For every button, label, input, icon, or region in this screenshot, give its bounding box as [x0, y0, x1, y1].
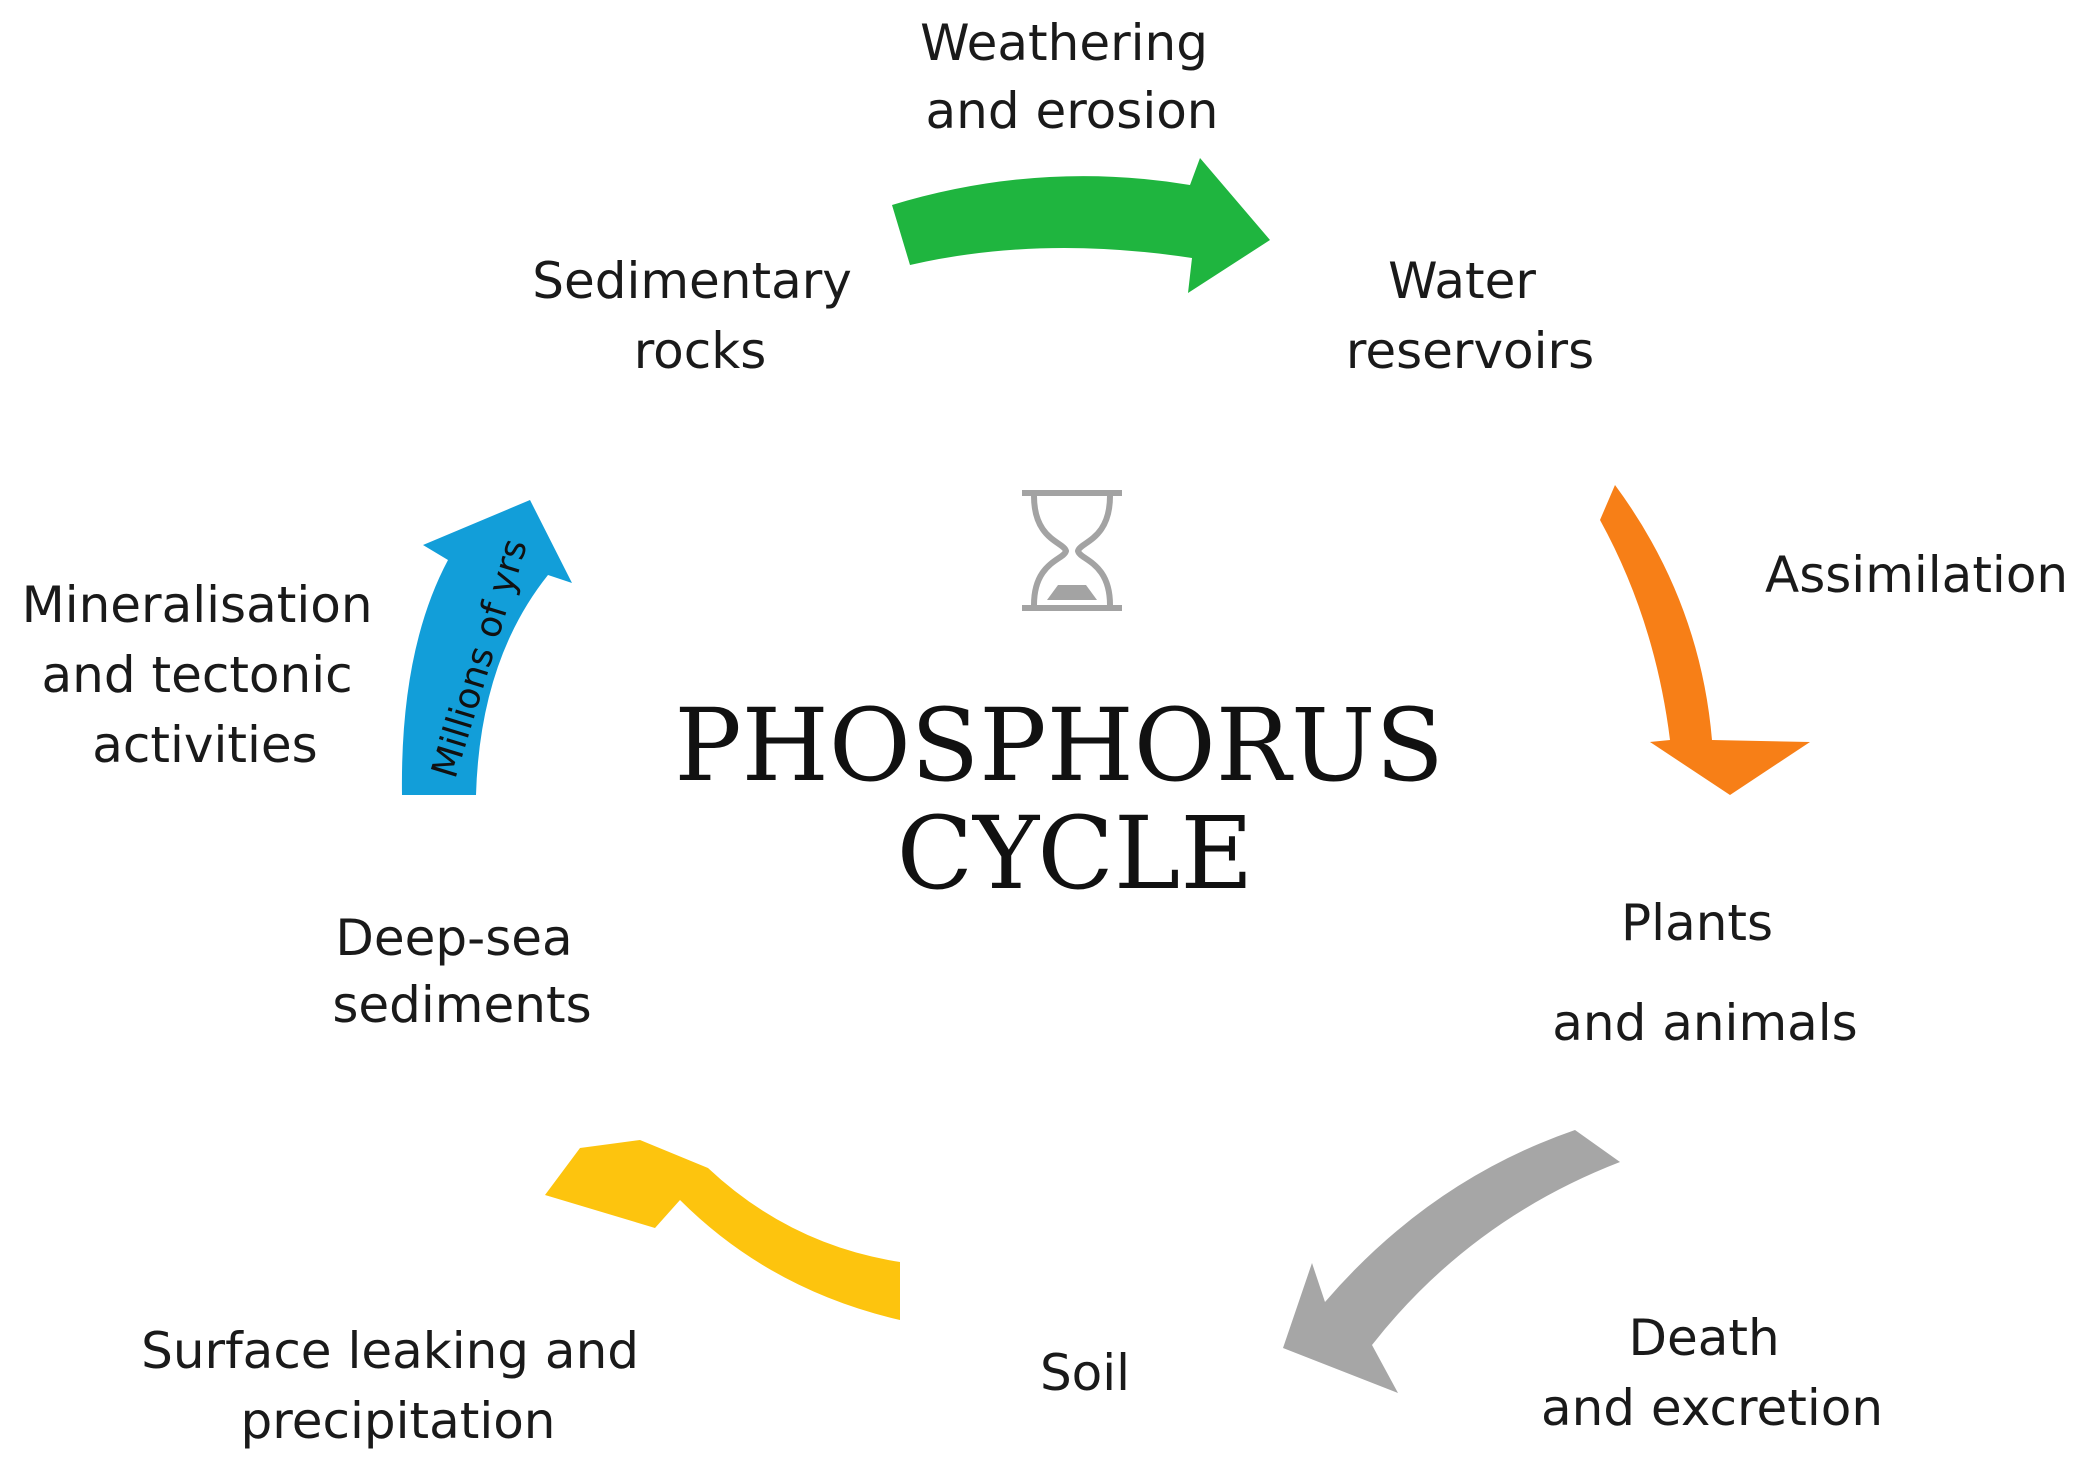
stage-plants-animals: Plants and animals — [1552, 894, 1857, 1052]
surface-leaking-arrow — [545, 1140, 900, 1320]
title-line-2: CYCLE — [897, 795, 1254, 912]
title-line-1: PHOSPHORUS — [674, 687, 1444, 804]
weathering-arrow — [892, 158, 1270, 293]
hourglass-icon — [1022, 490, 1122, 611]
mineralisation-arrow — [401, 500, 572, 795]
assimilation-arrow — [1600, 485, 1810, 795]
stage-water-reservoirs: Water reservoirs — [1346, 252, 1594, 380]
page-title: PHOSPHORUS CYCLE — [674, 687, 1475, 912]
hourglass-sand — [1047, 585, 1097, 600]
death-excretion-arrow — [1283, 1130, 1620, 1393]
process-mineralisation: Mineralisation and tectonic activities — [22, 576, 389, 774]
process-weathering-erosion: Weathering and erosion — [920, 14, 1224, 140]
stage-sedimentary-rocks: Sedimentary rocks — [532, 252, 868, 380]
process-assimilation: Assimilation — [1765, 546, 2068, 604]
stage-soil: Soil — [1040, 1344, 1130, 1402]
process-surface-leaking: Surface leaking and precipitation — [141, 1322, 655, 1450]
stage-deep-sea-sediments: Deep-sea sediments — [332, 909, 591, 1034]
process-death-excretion: Death and excretion — [1541, 1309, 1883, 1437]
